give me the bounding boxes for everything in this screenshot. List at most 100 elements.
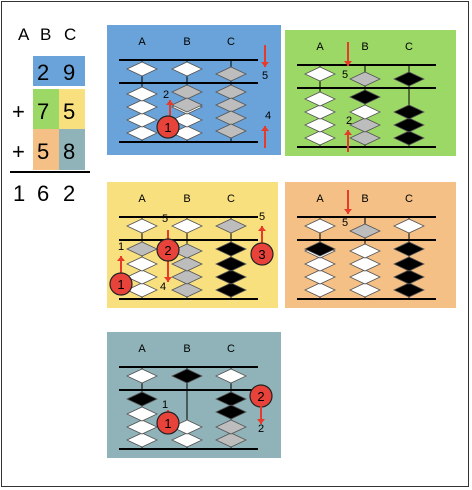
upper-bead — [215, 368, 247, 384]
lower-bead-raised — [215, 84, 247, 100]
column-label-b: B — [183, 193, 190, 205]
cell-b2 — [33, 89, 59, 129]
header-c: C — [64, 25, 76, 44]
upper-bead — [304, 218, 336, 234]
lower-bead — [349, 243, 381, 259]
lower-bead-raised — [215, 391, 247, 407]
step-circle-1-label: 1 — [164, 120, 171, 135]
lower-bead-raised — [126, 391, 158, 407]
column-label-b: B — [361, 193, 368, 205]
plus-1: + — [12, 99, 25, 124]
digit-b2: 7 — [37, 99, 49, 124]
lower-bead — [304, 256, 336, 272]
upper-bead — [171, 368, 203, 384]
result-a: 1 — [13, 181, 25, 206]
column-label-a: A — [138, 343, 146, 355]
arrow-up-b-head — [166, 100, 174, 105]
column-label-a: A — [138, 193, 146, 205]
plus-2: + — [12, 139, 25, 164]
arrow-up-c-head — [261, 126, 269, 131]
upper-bead — [304, 66, 336, 82]
lower-bead — [126, 112, 158, 128]
lower-bead — [126, 86, 158, 102]
arrow-down-b-head — [344, 61, 352, 66]
label-five-c: 5 — [259, 211, 265, 223]
label-one: 1 — [118, 241, 124, 253]
column-label-a: A — [138, 36, 146, 48]
upper-bead — [349, 71, 381, 87]
lower-bead — [393, 269, 425, 285]
step-circle-1-label: 1 — [164, 416, 171, 431]
lower-bead — [171, 125, 203, 141]
label-five: 5 — [342, 69, 348, 81]
column-label-b: B — [361, 41, 368, 53]
label-four: 4 — [160, 281, 166, 293]
digit-c3: 8 — [63, 139, 75, 164]
lower-bead — [126, 125, 158, 141]
lower-bead — [304, 117, 336, 133]
column-label-c: C — [405, 193, 413, 205]
step-circle-1 — [156, 115, 180, 139]
lower-bead — [304, 130, 336, 146]
lower-bead-raised — [215, 404, 247, 420]
column-label-c: C — [227, 343, 235, 355]
upper-bead — [349, 223, 381, 239]
label-five: 5 — [262, 70, 268, 82]
step-circle-1 — [109, 272, 133, 296]
label-two: 2 — [346, 115, 352, 127]
lower-bead — [304, 269, 336, 285]
lower-bead — [126, 269, 158, 285]
column-label-c: C — [227, 36, 235, 48]
lower-bead — [171, 282, 203, 298]
step-circle-2 — [156, 238, 180, 262]
step-circle-2-label: 2 — [257, 389, 264, 404]
lower-bead — [215, 419, 247, 435]
upper-bead — [126, 218, 158, 234]
upper-bead — [171, 61, 203, 77]
lower-bead — [215, 432, 247, 448]
cell-c3 — [59, 129, 85, 170]
upper-bead — [171, 218, 203, 234]
lower-bead — [126, 432, 158, 448]
lower-bead-raised — [349, 89, 381, 105]
lower-bead — [349, 256, 381, 272]
arrow-down-b2-head — [164, 277, 172, 282]
lower-bead — [349, 117, 381, 133]
digit-b3: 5 — [37, 139, 49, 164]
column-label-b: B — [183, 343, 190, 355]
lower-bead — [126, 419, 158, 435]
lower-bead-raised — [215, 97, 247, 113]
label-five: 5 — [342, 217, 348, 229]
digit-c1: 9 — [63, 60, 75, 85]
lower-bead-raised — [215, 241, 247, 257]
lower-bead — [393, 282, 425, 298]
result-c: 2 — [63, 181, 75, 206]
lower-bead — [349, 282, 381, 298]
arrow-down-c-head — [257, 419, 265, 424]
step-circle-3 — [250, 242, 274, 266]
header-b: B — [40, 25, 51, 44]
step-circle-1-label: 1 — [117, 277, 124, 292]
lower-bead — [126, 406, 158, 422]
lower-bead — [171, 243, 203, 259]
lower-bead-raised — [215, 110, 247, 126]
upper-bead — [126, 61, 158, 77]
lower-bead — [304, 104, 336, 120]
column-label-c: C — [405, 41, 413, 53]
column-label-a: A — [316, 41, 324, 53]
lower-bead — [349, 269, 381, 285]
lower-bead — [171, 432, 203, 448]
header-a: A — [18, 25, 30, 44]
lower-bead — [304, 91, 336, 107]
arrow-up-a-head — [117, 256, 125, 261]
cell-c2 — [59, 89, 85, 129]
lower-bead-raised — [215, 123, 247, 139]
upper-bead — [126, 368, 158, 384]
step-circle-3-label: 3 — [258, 247, 265, 262]
